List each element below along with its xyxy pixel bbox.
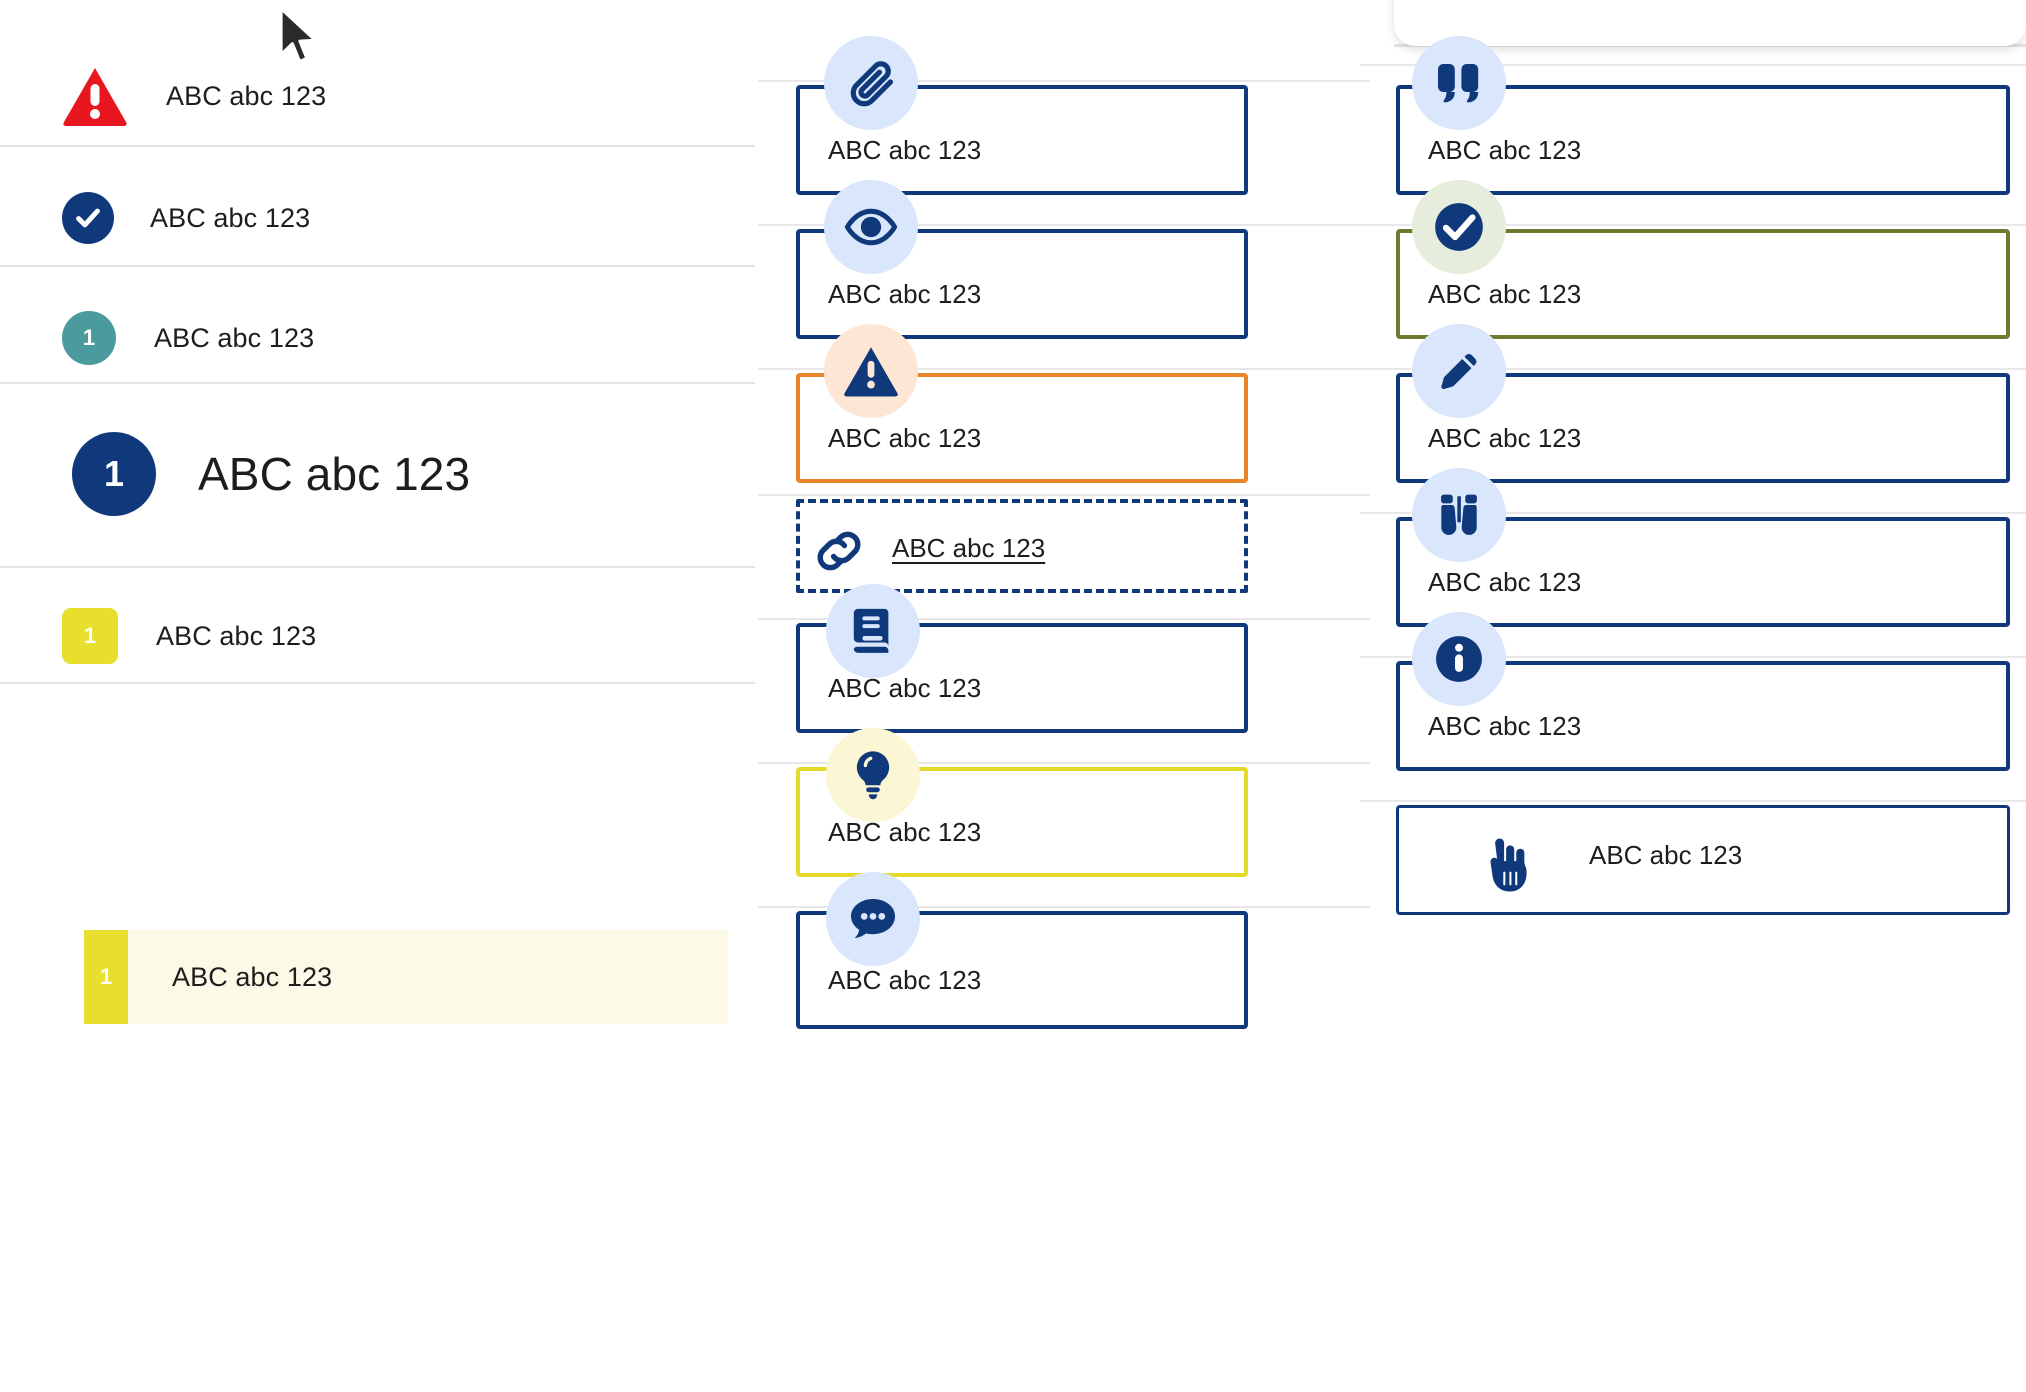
selected-row-accent-bar [84,930,128,1024]
divider [758,368,1370,370]
card-link-label[interactable]: ABC abc 123 [892,533,1046,563]
card-label: ABC abc 123 [1428,135,1582,165]
quote-marks-icon [1412,36,1506,130]
warning-triangle-icon [62,66,128,126]
list-item-label: ABC abc 123 [198,448,471,500]
paperclip-icon [824,36,918,130]
card-label: ABC abc 123 [828,135,982,165]
divider [758,762,1370,764]
card-label: ABC abc 123 [828,965,982,995]
check-circle-icon [1412,180,1506,274]
divider [758,494,1370,496]
divider [1360,656,2026,658]
binoculars-icon [1412,468,1506,562]
card-label: ABC abc 123 [1428,279,1582,309]
list-item-label: ABC abc 123 [166,80,327,111]
info-circle-icon [1412,612,1506,706]
divider [1360,512,2026,514]
card-link[interactable]: ABC abc 123 [796,499,1248,593]
check-circle-icon [62,192,114,244]
pointing-hand-icon [1458,818,1552,912]
divider [1360,368,2026,370]
card-label: ABC abc 123 [1589,840,1743,870]
lightbulb-icon [826,728,920,822]
card-label: ABC abc 123 [828,423,982,453]
link-chain-icon [792,504,886,598]
list-item[interactable]: 1 ABC abc 123 [0,292,755,384]
list-item-label: ABC abc 123 [156,620,317,651]
left-list-panel: ABC abc 123 ABC abc 123 1 ABC abc 123 1 … [0,0,755,1392]
number-badge-circle-navy-large: 1 [72,432,156,516]
divider [758,906,1370,908]
divider [0,682,755,684]
list-item-selected[interactable]: 1 ABC abc 123 [0,930,755,1024]
card-label: ABC abc 123 [1428,567,1582,597]
book-icon [826,584,920,678]
divider [758,224,1370,226]
card-label: ABC abc 123 [828,279,982,309]
divider [0,566,755,568]
divider [1360,800,2026,802]
warning-triangle-icon [824,324,918,418]
divider [0,382,755,384]
speech-bubble-icon [826,872,920,966]
eye-icon [824,180,918,274]
card-label: ABC abc 123 [828,817,982,847]
list-item[interactable]: ABC abc 123 [0,170,755,266]
number-badge-square-yellow: 1 [62,608,118,664]
list-item[interactable]: 1 ABC abc 123 [0,590,755,682]
card-label: ABC abc 123 [1428,711,1582,741]
card-label: ABC abc 123 [828,673,982,703]
card-label: ABC abc 123 [1428,423,1582,453]
divider [1360,224,2026,226]
selected-row-highlight [84,930,728,1024]
list-item-label: ABC abc 123 [172,961,333,992]
number-badge-circle-teal: 1 [62,311,116,365]
divider [758,80,1370,82]
floating-panel-top-right [1394,0,2026,46]
list-item[interactable]: ABC abc 123 [0,48,755,144]
divider [758,618,1370,620]
list-item-label: ABC abc 123 [154,322,315,353]
list-item[interactable]: 1 ABC abc 123 [0,404,755,544]
pencil-icon [1412,324,1506,418]
divider [0,265,755,267]
number-badge-square-yellow-highlighted: 1 [99,964,113,989]
list-item-label: ABC abc 123 [150,202,311,233]
divider [1360,64,2026,66]
divider [0,145,755,147]
